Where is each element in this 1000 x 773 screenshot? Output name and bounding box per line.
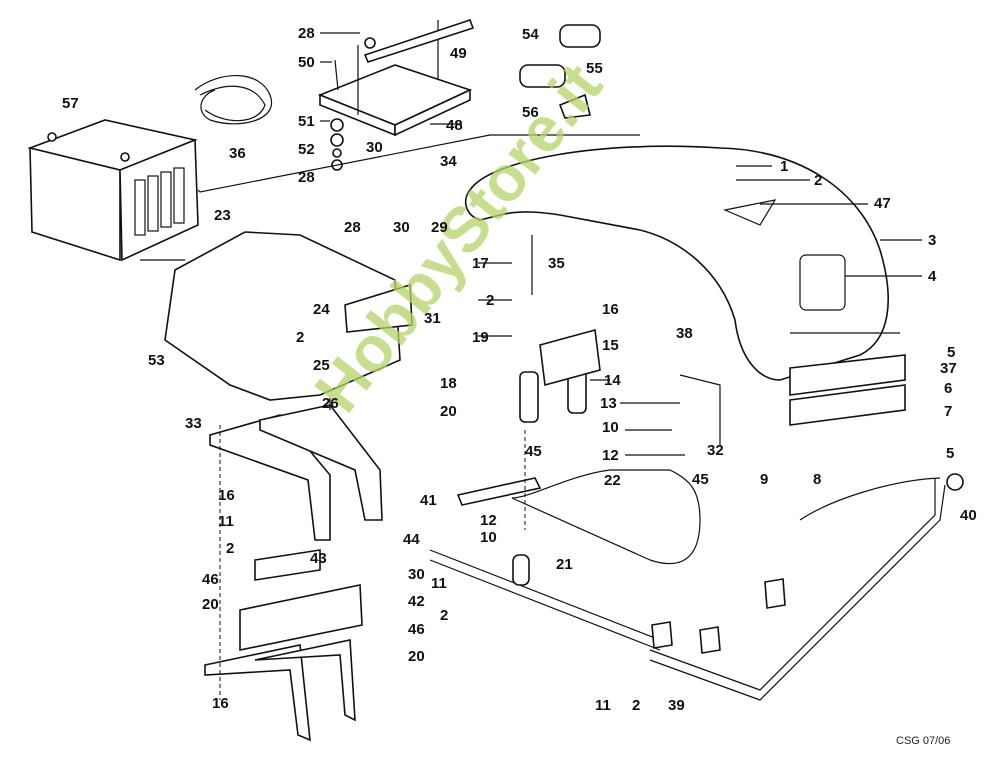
callout-55: 55 [586,60,603,77]
side-brackets [679,354,906,445]
callout-20: 20 [408,648,425,665]
callout-5: 5 [947,344,956,361]
callout-40: 40 [960,507,977,524]
callout-11: 11 [218,513,234,530]
callout-30: 30 [408,566,425,583]
callout-30: 30 [366,139,383,156]
callout-3: 3 [928,232,937,249]
callout-20: 20 [440,403,457,420]
callout-39: 39 [668,697,685,714]
callout-4: 4 [928,268,937,285]
callout-16: 16 [218,487,235,504]
callout-47: 47 [874,195,891,212]
callout-2: 2 [296,329,305,346]
callout-33: 33 [185,415,202,432]
callout-10: 10 [602,419,619,436]
callout-42: 42 [408,593,425,610]
callout-56: 56 [522,104,539,121]
callout-23: 23 [214,207,231,224]
callout-16: 16 [212,695,229,712]
mount-parts [456,235,601,506]
switch-parts [519,24,601,119]
callout-11: 11 [595,697,611,714]
callout-43: 43 [310,550,327,567]
callout-48: 48 [446,117,463,134]
callout-46: 46 [202,571,219,588]
callout-36: 36 [229,145,246,162]
callout-52: 52 [298,141,315,158]
callout-2: 2 [226,540,235,557]
callout-31: 31 [424,310,441,327]
callout-2: 2 [486,292,495,309]
callout-6: 6 [944,380,953,397]
footer-code: CSG 07/06 [896,735,951,747]
callout-45: 45 [525,443,542,460]
callout-11: 11 [431,575,447,592]
callout-5: 5 [946,445,955,462]
callout-25: 25 [313,357,330,374]
callout-54: 54 [522,26,539,43]
callout-24: 24 [313,301,330,318]
callout-30: 30 [393,219,410,236]
callout-49: 49 [450,45,467,62]
frame-tubes [429,469,964,701]
callout-46: 46 [408,621,425,638]
callout-21: 21 [556,556,573,573]
callout-7: 7 [944,403,953,420]
battery-box [164,231,413,401]
callout-2: 2 [632,697,641,714]
callout-29: 29 [431,219,448,236]
hood [464,145,889,381]
callout-12: 12 [480,512,497,529]
callout-26: 26 [322,395,339,412]
callout-9: 9 [760,471,769,488]
callout-20: 20 [202,596,219,613]
callout-34: 34 [440,153,457,170]
callout-16: 16 [602,301,619,318]
callout-32: 32 [707,442,724,459]
callout-28: 28 [298,25,315,42]
callout-41: 41 [420,492,437,509]
callout-28: 28 [344,219,361,236]
callout-28: 28 [298,169,315,186]
callout-35: 35 [548,255,565,272]
leader-lines [219,32,922,700]
support-brackets [204,404,383,742]
callout-2: 2 [440,607,449,624]
callout-51: 51 [298,113,315,130]
battery [27,119,199,262]
callout-2: 2 [814,172,823,189]
wiring-harness [194,75,273,125]
callout-19: 19 [472,329,489,346]
callout-45: 45 [692,471,709,488]
callout-37: 37 [940,360,957,377]
callout-1: 1 [780,158,789,175]
callout-10: 10 [480,529,497,546]
callout-22: 22 [604,472,621,489]
callout-38: 38 [676,325,693,342]
callout-44: 44 [403,531,420,548]
callout-50: 50 [298,54,315,71]
callout-12: 12 [602,447,619,464]
callout-53: 53 [148,352,165,369]
callout-57: 57 [62,95,79,112]
callout-17: 17 [472,255,489,272]
callout-14: 14 [604,372,621,389]
callout-15: 15 [602,337,619,354]
callout-8: 8 [813,471,822,488]
callout-13: 13 [600,395,617,412]
callout-18: 18 [440,375,457,392]
battery-tray [317,18,475,171]
